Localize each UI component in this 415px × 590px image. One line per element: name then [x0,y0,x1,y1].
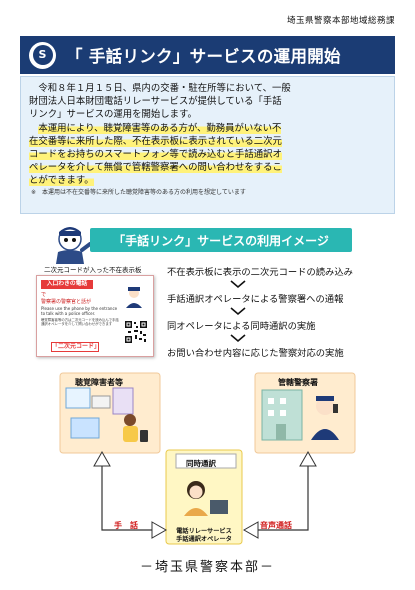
highlight-line: とができます。 [29,175,94,187]
officer-face-icon [316,397,334,415]
left-arrow-shaft [101,456,160,531]
sign-line-en: Please use the phone by the entrance [41,306,118,311]
step-1: 不在表示板に表示の二次元コードの読み込み [167,267,353,278]
sign-board-icon [65,387,91,409]
shop-icon [70,417,100,439]
arrow-right-icon [151,521,168,539]
chevron-down-icon [230,280,246,289]
highlight-line: 本運用により、聴覚障害等のある方が、勤務員がいない不 [38,122,282,134]
notice-line: 財団法人日本財団電話リレーサービスが提供している「手話 [29,96,282,108]
sign-top-label: 入口わきの電話 [41,280,93,289]
police-mascot-icon [56,227,92,264]
sign-language-label: 手 話 [114,521,138,530]
officer-body-icon [311,429,339,440]
voice-call-label: 音声通話 [260,521,292,530]
arrow-up-icon [299,450,317,467]
interpretation-label-box [175,453,237,469]
highlight-line: コードをお持ちのスマートフォン等で読み込むと手話通訳オ [29,149,282,161]
simultaneous-interpretation-label: 同時通訳 [186,459,216,468]
booth-icon [112,387,134,415]
logo-mark: S [32,45,53,65]
step-2: 手話通訳オペレータによる警察署への通報 [167,294,344,305]
notice-footnote: ※ 本運用は不在交番等に来所した聴覚障害等のある方の利用を想定しています [31,188,246,196]
page-title: 「 手話リンク」サービスの運用開始 [66,47,341,66]
operator-label-line2: 手話通訳オペレータ [176,536,232,543]
header-banner: S 「 手話リンク」サービスの運用開始 [20,36,395,74]
absence-sign-board: 入口わきの電話 で 警察署の警察官と話が Please use the phon… [36,275,154,357]
right-arrow-shaft [250,456,309,531]
operator-label-line1: 電話リレーサービス [176,528,232,535]
chevron-down-icon [230,334,246,343]
user-label: 聴覚障害者等 [75,378,123,387]
sign-caption: 二次元コードが入った不在表示板 [44,266,142,274]
desk-icon [91,395,111,409]
arrow-up-icon [93,450,111,467]
smartphone-icon [140,430,148,442]
operator-body-icon [184,508,208,516]
police-officer-icon [126,287,142,308]
left-arrow-shaft-outline [99,456,160,533]
police-logo-icon: S [29,41,56,69]
qr-code-label: 「二次元コード」 [51,342,101,352]
operator-box [165,449,243,545]
notice-line: 令和８年１月１５日、県内の交番・駐在所等において、一般 [38,83,291,94]
user-hair-icon [124,414,136,426]
image-section-title: 「手話リンク」サービスの利用イメージ [90,228,352,252]
step-3: 同オペレータによる同時通訳の実施 [167,321,316,332]
operator-face-icon [189,485,203,499]
police-label: 管轄警察署 [278,378,318,387]
sign-line-en: to talk with a police officer. [41,311,96,316]
service-flow-diagram [59,372,356,545]
step-4: お問い合わせ内容に応じた警察対応の実施 [167,348,344,359]
notice-line: リンク」サービスの運用を開始します。 [29,109,197,121]
chevron-down-icon [230,307,246,316]
department-name: 埼玉県警察本部地域総務課 [286,16,395,26]
sign-line: 警察署の警察官と話が [41,299,92,305]
highlight-line: ペレータを介して無償で管轄警察署への問い合わせをするこ [29,162,282,174]
user-body-icon [123,426,138,442]
qr-code-icon [124,320,148,344]
sign-line: で [41,292,47,298]
laptop-icon [210,500,228,514]
notice-box: 令和８年１月１５日、県内の交番・駐在所等において、一般 財団法人日本財団電話リレ… [20,76,395,214]
arrow-left-icon [242,521,259,539]
sign-small-text: 聴覚障害者等の方は二次元コードを読み込んで手話通訳オペレータを介して問い合わせが… [41,318,119,327]
footer-organization: －埼玉県警察本部－ [139,560,275,575]
highlight-line: 在交番等に来所した際、不在表示板に表示されている二次元 [29,135,282,147]
phone-handset-icon [333,404,338,413]
